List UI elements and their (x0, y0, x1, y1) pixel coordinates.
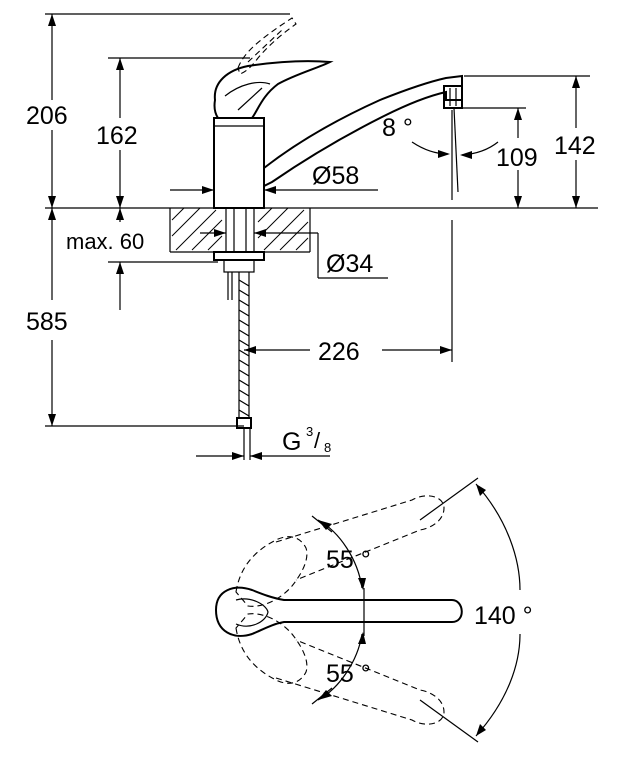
label-142: 142 (554, 132, 596, 160)
worktop-section (169, 207, 311, 253)
label-206: 206 (26, 102, 68, 130)
dim-swing-right: 55 ° (311, 632, 371, 705)
spout (263, 74, 463, 188)
label-8-deg: 8 ° (382, 114, 413, 142)
side-view: 206 162 Ø58 max. 60 (26, 13, 598, 460)
label-o58: Ø58 (312, 162, 359, 190)
lever-center-position (214, 586, 463, 637)
dim-max-thickness: max. 60 (66, 208, 218, 310)
mounting-hardware (213, 207, 265, 300)
lever-handle (213, 60, 334, 119)
label-109: 109 (496, 144, 538, 172)
dim-thread: G 3 / 8 (196, 424, 331, 460)
lever-swing-down (235, 613, 445, 725)
top-view: 55 ° 55 ° 140 ° (214, 477, 533, 743)
dim-supply-length: 585 (26, 208, 244, 427)
label-55-upper: 55 ° (326, 546, 371, 574)
dim-total-height: 206 (26, 13, 290, 208)
dim-swing-total: 140 ° (419, 477, 533, 743)
supply-hose (236, 272, 252, 460)
lever-swing-up (235, 495, 445, 607)
label-thread-g: G (282, 428, 301, 456)
label-max-60: max. 60 (66, 229, 144, 254)
dim-hole-diameter: Ø34 (200, 229, 388, 279)
dim-aerator-height: 109 (462, 107, 538, 208)
dim-spout-reach: 226 (244, 110, 453, 366)
label-55-lower: 55 ° (326, 660, 371, 688)
dim-lever-height: 162 (96, 57, 250, 208)
label-thread-denominator: 8 (324, 440, 331, 455)
faucet-body (213, 117, 265, 209)
label-thread-slash: / (314, 428, 321, 453)
label-thread-numerator: 3 (306, 424, 313, 439)
dim-spout-tilt: 8 ° (382, 107, 499, 193)
dim-swing-left: 55 ° (311, 515, 371, 590)
label-226: 226 (318, 338, 360, 366)
label-140: 140 ° (474, 602, 533, 630)
dim-spout-height: 142 (464, 75, 596, 208)
lever-raised-outline (237, 17, 297, 75)
label-162: 162 (96, 122, 138, 150)
dim-body-diameter: Ø58 (170, 162, 378, 194)
label-o34: Ø34 (326, 250, 373, 278)
label-585: 585 (26, 308, 68, 336)
